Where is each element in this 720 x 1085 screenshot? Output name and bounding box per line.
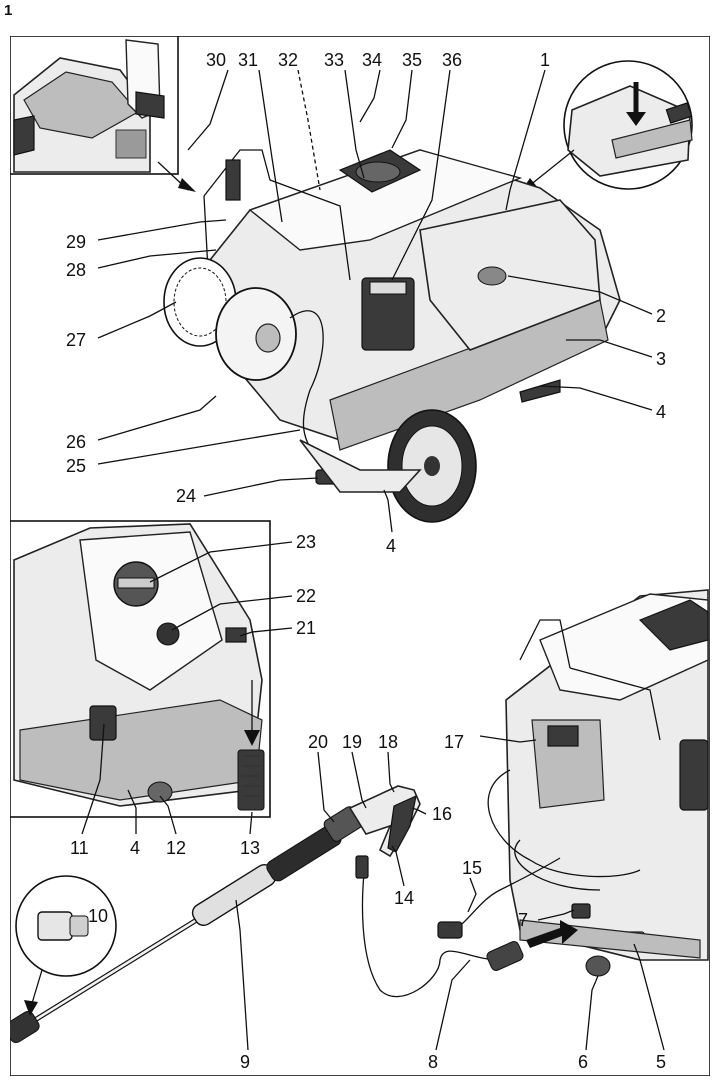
callout-12: 12 <box>166 838 186 858</box>
callout-2: 2 <box>656 306 666 326</box>
callout-1: 1 <box>540 50 550 70</box>
callout-8: 8 <box>428 1052 438 1072</box>
callout-23: 23 <box>296 532 316 552</box>
callout-19: 19 <box>342 732 362 752</box>
callout-35: 35 <box>402 50 422 70</box>
rear-machine-view <box>487 589 709 961</box>
callout-5: 5 <box>656 1052 666 1072</box>
callout-36: 36 <box>442 50 462 70</box>
callout-21: 21 <box>296 618 316 638</box>
callout-29: 29 <box>66 232 86 252</box>
callout-31: 31 <box>238 50 258 70</box>
callout-25: 25 <box>66 456 86 476</box>
filter-insert <box>237 749 265 811</box>
callout-30: 30 <box>206 50 226 70</box>
callout-11: 11 <box>70 838 89 858</box>
figure-number: 1 <box>4 2 13 19</box>
callout-20: 20 <box>308 732 328 752</box>
callout-9: 9 <box>240 1052 250 1072</box>
callout-34: 34 <box>362 50 382 70</box>
callout-18: 18 <box>378 732 398 752</box>
inset-handle-detail <box>10 36 196 192</box>
callout-14: 14 <box>394 888 414 908</box>
callout-16: 16 <box>432 804 452 824</box>
callout-22: 22 <box>296 586 316 606</box>
callout-numbers: 30 31 32 33 34 35 36 1 29 28 27 26 25 24… <box>66 50 666 1072</box>
leader-lines <box>81 69 665 1051</box>
spray-gun-and-lance <box>10 785 611 1044</box>
callout-4-main-front: 4 <box>386 536 396 556</box>
inset-control-panel <box>10 520 271 818</box>
callout-33: 33 <box>324 50 344 70</box>
nozzle <box>10 1010 40 1044</box>
callout-3: 3 <box>656 349 666 369</box>
exploded-diagram: 30 31 32 33 34 35 36 1 29 28 27 26 25 24… <box>10 36 710 1076</box>
callout-28: 28 <box>66 260 86 280</box>
callout-4-inset: 4 <box>130 838 140 858</box>
callout-15: 15 <box>462 858 482 878</box>
filler-neck <box>477 266 507 286</box>
inset-lock-detail <box>518 60 693 196</box>
callout-17: 17 <box>444 732 464 752</box>
hose-coupling <box>486 941 524 971</box>
callout-32: 32 <box>278 50 298 70</box>
callout-26: 26 <box>66 432 86 452</box>
callout-7: 7 <box>518 910 528 930</box>
callout-24: 24 <box>176 486 196 506</box>
callout-27: 27 <box>66 330 86 350</box>
callout-13: 13 <box>240 838 260 858</box>
callout-10: 10 <box>88 906 108 926</box>
inset-adapter-detail <box>15 875 117 1016</box>
main-machine <box>163 149 621 523</box>
callout-6: 6 <box>578 1052 588 1072</box>
callout-4-main-side: 4 <box>656 402 666 422</box>
type-plate <box>115 129 147 159</box>
